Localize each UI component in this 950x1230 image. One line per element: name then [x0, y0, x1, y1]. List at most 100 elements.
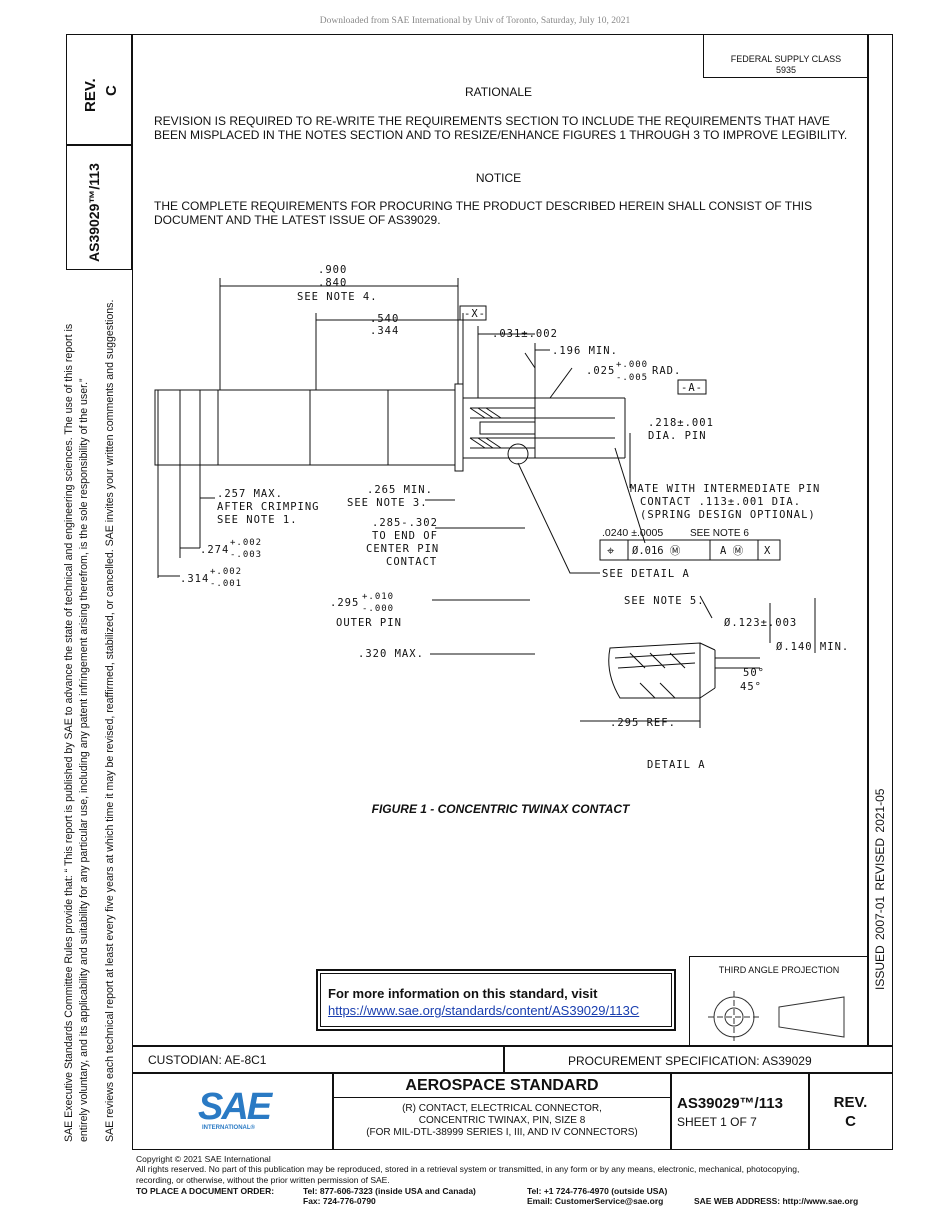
fcf-datum-a: A Ⓜ [720, 545, 744, 557]
tb-doc-number: AS39029™/113 [677, 1095, 783, 1112]
side-docnum-box [66, 144, 132, 270]
fsc-line1: FEDERAL SUPPLY CLASS [730, 54, 842, 64]
dim-900: .900 [318, 264, 347, 276]
footer-email[interactable]: Email: CustomerService@sae.org [527, 1196, 664, 1206]
side-notice-line1: SAE Executive Standards Committee Rules … [63, 323, 75, 1142]
footer-fax: Fax: 724-776-0790 [303, 1196, 376, 1206]
fsc-line2: 5935 [775, 65, 797, 75]
dim-see-note-4: SEE NOTE 4. [297, 291, 378, 303]
dim-see-note-1: SEE NOTE 1. [217, 514, 298, 526]
detail-a-sketch [608, 642, 701, 699]
notice-heading: NOTICE [475, 171, 522, 185]
standard-title: AEROSPACE STANDARD [405, 1077, 599, 1094]
notice-text: THE COMPLETE REQUIREMENTS FOR PROCURING … [154, 199, 813, 227]
footer-web[interactable]: SAE WEB ADDRESS: http://www.sae.org [694, 1196, 859, 1206]
datum-x-box [459, 305, 487, 321]
logo-cell [132, 1072, 334, 1150]
dim-45deg: 45° [740, 681, 762, 693]
dim-025: .025 [586, 365, 615, 377]
dim-274-minus: -.003 [230, 550, 262, 560]
tb-rev-label: REV. [833, 1094, 868, 1111]
dim-dia-pin: DIA. PIN [648, 430, 707, 442]
dim-295-plus: +.010 [362, 592, 394, 602]
datum-x: -X- [464, 308, 486, 320]
dim-257: .257 MAX. [217, 488, 283, 500]
datum-a-box [677, 379, 707, 395]
dim-contact: CONTACT [386, 556, 437, 568]
procurement: PROCUREMENT SPECIFICATION: AS39029 [568, 1054, 812, 1068]
side-rev-box [66, 34, 132, 146]
dim-0240: .0240 ±.0005 [602, 527, 663, 539]
projection-symbol [708, 991, 845, 1041]
rev-cell [808, 1072, 893, 1150]
issued-revised: ISSUED 2007-01 REVISED 2021-05 [873, 788, 887, 990]
title-cell [332, 1072, 672, 1150]
fcf-datum-x: X [764, 545, 771, 557]
side-notice-line3: SAE reviews each technical report at lea… [104, 299, 116, 1142]
desc-line2: CONCENTRIC TWINAX, PIN, SIZE 8 [418, 1115, 586, 1126]
footer-tel1: Tel: 877-606-7323 (inside USA and Canada… [303, 1186, 476, 1196]
fcf-position: ⌖ [607, 544, 615, 559]
dim-123: Ø.123±.003 [724, 617, 797, 629]
contact-pin-end [462, 397, 536, 459]
projection-box [689, 956, 869, 1046]
dim-344: .344 [370, 325, 399, 337]
dim-mate-3: (SPRING DESIGN OPTIONAL) [640, 509, 816, 521]
sae-logo-sub: INTERNATIONAL® [202, 1125, 255, 1131]
side-rev-label: REV. [82, 78, 99, 112]
dim-to-end-of: TO END OF [372, 530, 438, 542]
dim-see-note-6: SEE NOTE 6 [690, 528, 749, 539]
title-underline [334, 1097, 670, 1098]
datum-a: -A- [681, 382, 703, 394]
detail-a-circle [507, 443, 529, 465]
contact-flange [454, 383, 464, 472]
dim-295-ref: .295 REF. [610, 717, 676, 729]
tb-sheet: SHEET 1 OF 7 [677, 1115, 757, 1129]
dim-see-note-5: SEE NOTE 5. [624, 595, 705, 607]
dim-540: .540 [370, 313, 399, 325]
contact-drawing: .900 .840 SEE NOTE 4. .540 .344 -X- .031… [154, 264, 848, 771]
side-doc-number: AS39029™/113 [86, 163, 102, 262]
dim-50deg: 50° [743, 667, 765, 679]
side-notice-line2: entirely voluntary, and its applicabilit… [78, 378, 90, 1142]
desc-line3: (FOR MIL-DTL-38999 SERIES I, III, AND IV… [366, 1127, 638, 1138]
dim-025-minus: -.005 [616, 373, 648, 383]
desc-line1: (R) CONTACT, ELECTRICAL CONNECTOR, [402, 1103, 602, 1114]
footer-rights1: All rights reserved. No part of this pub… [136, 1164, 800, 1174]
dim-274-plus: +.002 [230, 538, 262, 548]
custodian: CUSTODIAN: AE-8C1 [148, 1053, 267, 1067]
dim-314-minus: -.001 [210, 579, 242, 589]
dim-314: .314 [180, 573, 209, 585]
dim-274: .274 [200, 544, 229, 556]
position-frame [599, 539, 781, 561]
dim-840: .840 [318, 277, 347, 289]
tb-rev-value: C [845, 1113, 856, 1130]
dim-outer-pin: OUTER PIN [336, 617, 402, 629]
fcf-tolerance: Ø.016 Ⓜ [632, 545, 681, 557]
main-frame [132, 34, 869, 1046]
dim-320: .320 MAX. [358, 648, 424, 660]
dim-285: .285-.302 [372, 517, 438, 529]
info-box [316, 969, 676, 1031]
dim-218: .218±.001 [648, 417, 714, 429]
figure-caption: FIGURE 1 - CONCENTRIC TWINAX CONTACT [371, 802, 630, 816]
dim-265: .265 MIN. [367, 484, 433, 496]
dim-mate-2: CONTACT .113±.001 DIA. [640, 496, 801, 508]
dim-rad: RAD. [652, 365, 681, 377]
dim-after-crimping: AFTER CRIMPING [217, 501, 320, 513]
footer-rights2: recording, or otherwise, without the pri… [136, 1175, 390, 1185]
footer-order-label: TO PLACE A DOCUMENT ORDER: [136, 1186, 275, 1196]
dim-314-plus: +.002 [210, 567, 242, 577]
rationale-heading: RATIONALE [464, 85, 533, 99]
download-note: Downloaded from SAE International by Uni… [319, 16, 631, 26]
footer-copyright: Copyright © 2021 SAE International [136, 1154, 271, 1164]
detail-a-label: DETAIL A [647, 759, 706, 771]
side-rev-value: C [103, 85, 120, 96]
dim-center-pin: CENTER PIN [366, 543, 439, 555]
info-link[interactable]: https://www.sae.org/standards/content/AS… [328, 1003, 640, 1018]
dim-see-detail-a: SEE DETAIL A [602, 568, 690, 580]
info-text: For more information on this standard, v… [328, 986, 598, 1001]
projection-label: THIRD ANGLE PROJECTION [718, 965, 840, 975]
info-box-inner [320, 973, 672, 1027]
fsc-box [703, 34, 869, 78]
